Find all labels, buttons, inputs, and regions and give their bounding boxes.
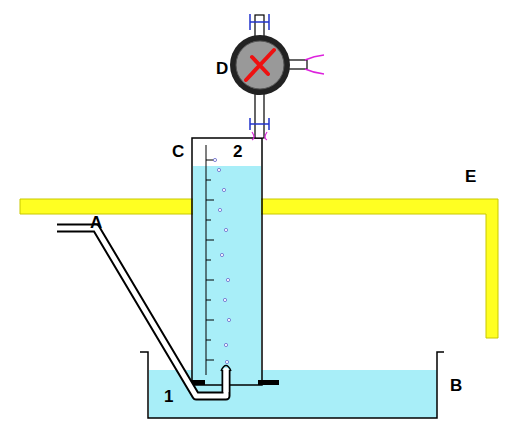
valve-bore xyxy=(246,50,274,80)
scale-tick xyxy=(206,240,214,241)
scale-tick xyxy=(206,180,211,181)
scale-tick xyxy=(206,200,214,201)
outlet-pipe xyxy=(255,92,264,138)
scale-tick xyxy=(206,360,214,361)
gas-bubble xyxy=(222,188,225,191)
scale-tick xyxy=(206,280,214,281)
hose xyxy=(252,132,267,140)
measuring-cylinder xyxy=(192,138,262,385)
part-letter: D xyxy=(216,60,228,77)
shelf xyxy=(258,380,279,385)
scale-tick xyxy=(206,320,214,321)
side-hose xyxy=(305,55,324,74)
scale-tick xyxy=(206,300,211,301)
gas-bubble xyxy=(226,278,229,281)
valve-plug xyxy=(236,41,284,89)
gas-bubble xyxy=(223,298,226,301)
part-letter: B xyxy=(450,377,462,394)
part-letter: A xyxy=(90,214,102,231)
scale-tick xyxy=(206,340,211,341)
gas-bubble xyxy=(224,228,227,231)
cylinder-water xyxy=(193,166,261,385)
callout-number: 1 xyxy=(164,388,173,405)
tube-nozzle xyxy=(221,366,231,372)
hose-clip xyxy=(250,118,269,130)
scale-tick xyxy=(206,220,211,221)
scale-tick xyxy=(206,160,214,161)
part-letter: E xyxy=(465,168,476,185)
gas-bubble xyxy=(213,158,216,161)
gas-bubble xyxy=(217,168,220,171)
gas-bubble xyxy=(225,360,228,363)
gas-bubble xyxy=(224,343,227,346)
delivery-tube xyxy=(57,228,226,396)
gas-bubble xyxy=(218,208,221,211)
gas-bubble xyxy=(227,318,230,321)
gas-bubble xyxy=(220,253,223,256)
hose-clip xyxy=(250,14,269,30)
scale-tick xyxy=(206,260,211,261)
part-letter: C xyxy=(172,143,184,160)
three-way-valve xyxy=(230,35,290,95)
callout-number: 2 xyxy=(233,143,242,160)
delivery-tube-bore xyxy=(57,228,226,396)
